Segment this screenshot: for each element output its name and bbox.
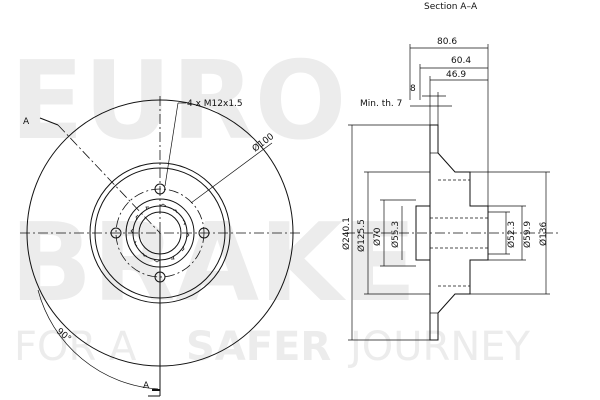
dia-outer-label: Ø240.1 bbox=[341, 217, 352, 250]
spline-teeth bbox=[130, 203, 190, 263]
front-view: A A 90° 4 x M12x1.5 Ø100 bbox=[20, 96, 300, 397]
min-thickness-label: Min. th. 7 bbox=[360, 99, 402, 109]
section-title: Section A–A bbox=[424, 2, 478, 12]
top-dimensions: 80.6 60.4 46.9 8 Min. th. 7 bbox=[360, 37, 489, 206]
dia-3-label: Ø70 bbox=[372, 227, 383, 246]
diameter-dimensions: Ø240.1 Ø125.5 Ø70 Ø55.3 Ø52.3 Ø59.9 Ø136 bbox=[341, 124, 550, 341]
section-cut-line-upper bbox=[57, 124, 161, 234]
dia-7-label: Ø136 bbox=[538, 221, 549, 246]
dim-disc-thickness: 8 bbox=[410, 84, 416, 94]
dia-2-label: Ø125.5 bbox=[356, 219, 367, 252]
dim-overall-width: 80.6 bbox=[437, 37, 457, 47]
section-marker-top-label: A bbox=[23, 117, 30, 127]
pcd-leader bbox=[190, 142, 273, 204]
hub-bore-outline bbox=[415, 205, 431, 261]
watermark: EURO BRAKE FOR A SAFER JOURNEY bbox=[10, 39, 531, 370]
section-view: Section A–A 80.6 60.4 46.9 8 bbox=[341, 2, 560, 341]
watermark-slogan-bold: SAFER bbox=[186, 324, 331, 370]
dim-width-3: 46.9 bbox=[446, 70, 466, 80]
dia-6-label: Ø59.9 bbox=[522, 221, 533, 248]
bolt-callout-leader bbox=[164, 102, 179, 187]
watermark-slogan-pre: FOR A bbox=[14, 324, 137, 370]
bolt-callout-label: 4 x M12x1.5 bbox=[187, 99, 243, 109]
angle-arc bbox=[37, 289, 159, 390]
section-cut-line-start bbox=[39, 117, 59, 126]
watermark-slogan-post: JOURNEY bbox=[347, 324, 531, 370]
section-outline bbox=[429, 124, 489, 341]
section-arrow-bottom bbox=[152, 389, 160, 393]
dia-5-label: Ø52.3 bbox=[506, 221, 517, 248]
watermark-brand-line2: BRAKE bbox=[10, 201, 417, 326]
dim-width-2: 60.4 bbox=[451, 56, 471, 66]
section-marker-bottom-label: A bbox=[143, 381, 150, 391]
dia-4-label: Ø55.3 bbox=[390, 221, 401, 248]
